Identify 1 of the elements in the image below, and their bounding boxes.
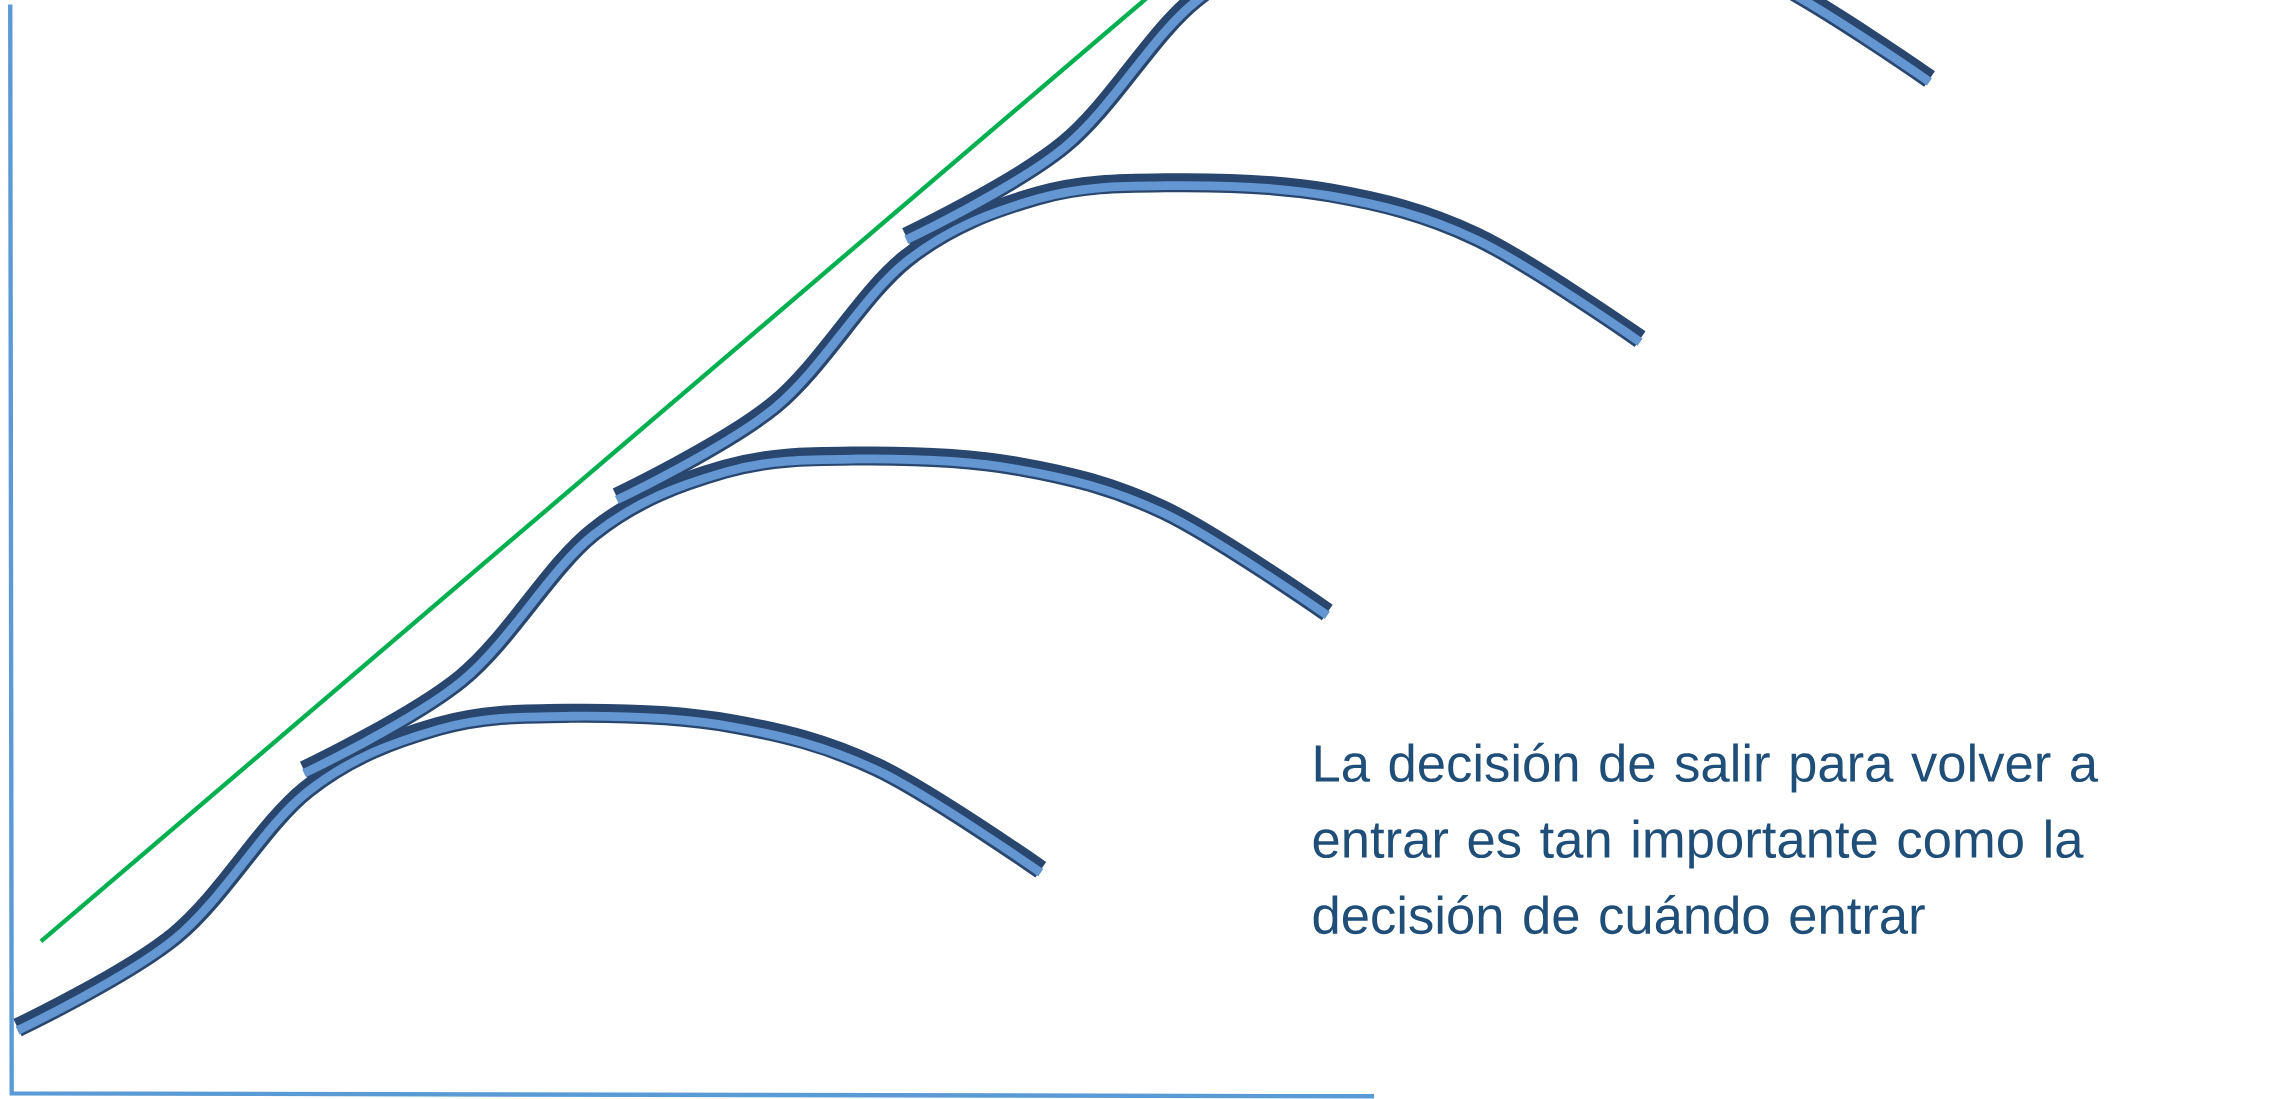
note-text: La decisión de salir para volver a entrar es tan importante como la decisión de cuándo entrar (1313, 742, 2099, 934)
